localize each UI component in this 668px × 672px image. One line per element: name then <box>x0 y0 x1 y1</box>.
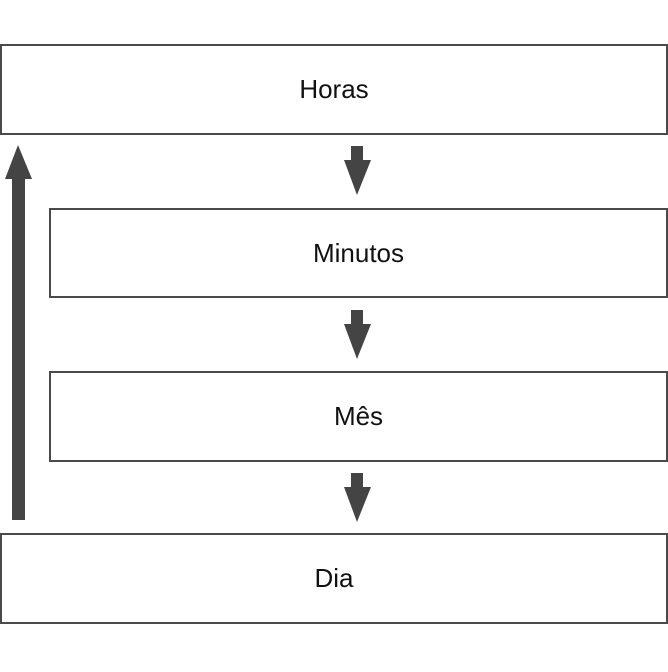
arrow-minutos-to-mes-shaft <box>351 310 363 326</box>
arrow-horas-to-minutos <box>344 146 371 195</box>
arrow-dia-to-horas <box>5 145 32 520</box>
node-dia: Dia <box>0 533 668 624</box>
arrow-minutos-to-mes-head <box>344 324 371 359</box>
node-minutos: Minutos <box>49 208 668 298</box>
node-horas: Horas <box>0 44 668 135</box>
arrow-horas-to-minutos-head <box>344 160 371 195</box>
arrow-dia-to-horas-head <box>5 145 32 179</box>
arrow-mes-to-dia-shaft <box>351 473 363 489</box>
arrow-dia-to-horas-shaft <box>12 176 25 520</box>
arrow-horas-to-minutos-shaft <box>351 146 363 162</box>
arrow-minutos-to-mes <box>344 310 371 359</box>
node-dia-label: Dia <box>314 563 354 593</box>
arrow-mes-to-dia <box>344 473 371 522</box>
node-minutos-label: Minutos <box>312 237 405 268</box>
node-mes-label: Mês <box>333 401 384 431</box>
arrow-mes-to-dia-head <box>344 487 371 522</box>
node-horas-label: Horas <box>299 74 369 104</box>
node-mes: Mês <box>49 371 668 462</box>
